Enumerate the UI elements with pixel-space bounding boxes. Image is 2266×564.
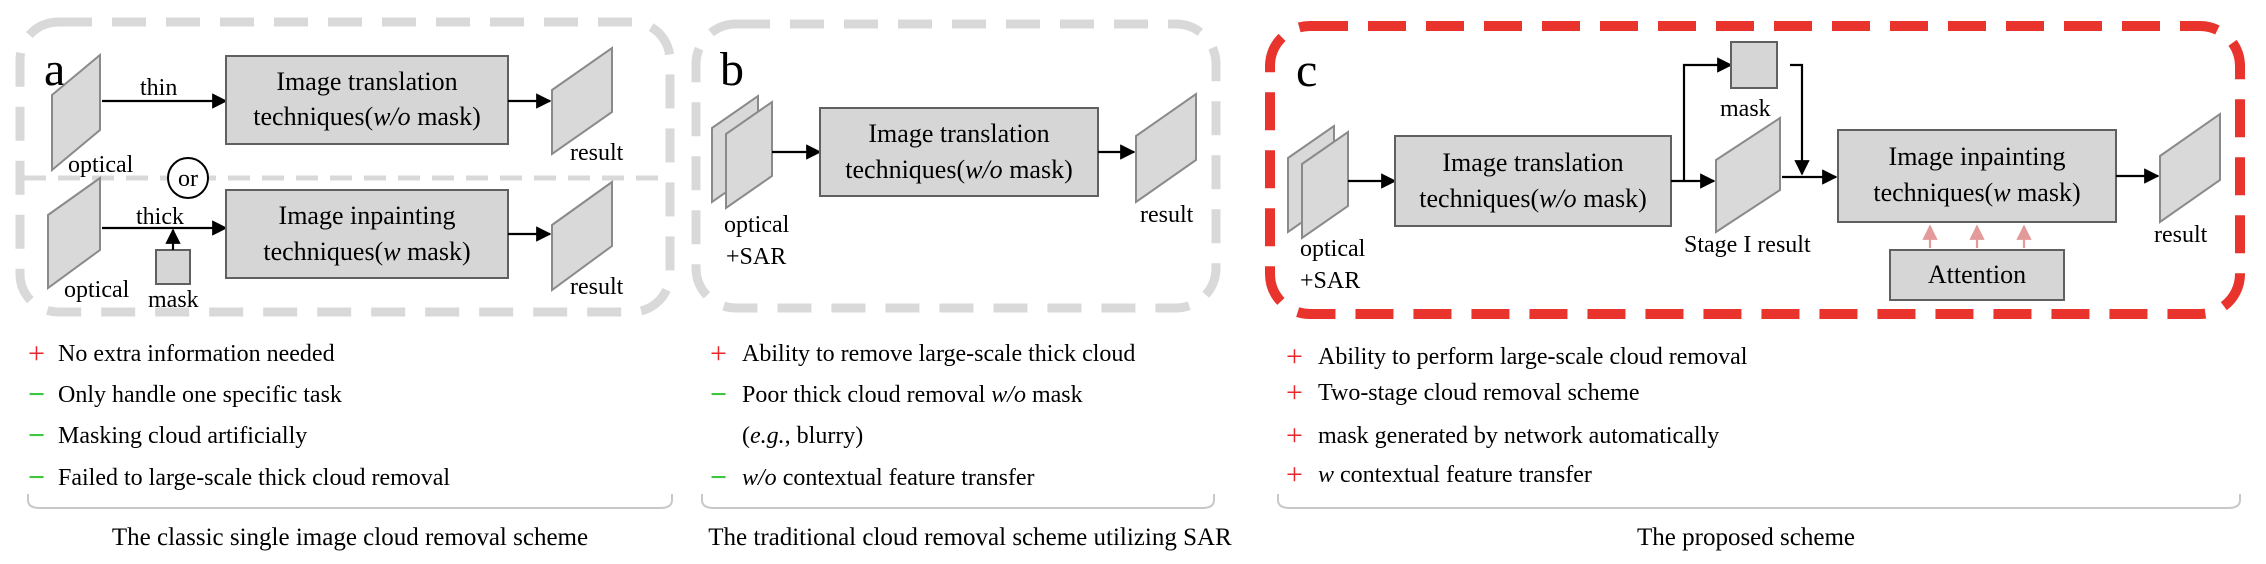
- translation-line2: techniques(w/o mask): [845, 155, 1072, 184]
- sar-image-icon: [725, 100, 773, 210]
- pro-con-item: No extra information needed: [58, 341, 335, 367]
- translation-line1: Image translation: [276, 67, 457, 96]
- panel-b-letter: b: [720, 43, 744, 96]
- pro-con-item: Poor thick cloud removal w/o mask: [742, 382, 1083, 408]
- optical-image-icon: [51, 52, 101, 173]
- mask-to-inpainting-arrow: [1790, 63, 1810, 176]
- sign: +: [1286, 340, 1303, 373]
- mask-branch-arrow: [1682, 57, 1733, 181]
- translation-box: [819, 107, 1099, 197]
- inpainting-line2: techniques(w mask): [263, 237, 470, 266]
- panel-c-caption: The proposed scheme: [1637, 524, 1855, 551]
- pro-con-item: mask generated by network automatically: [1318, 423, 1719, 449]
- sign: +: [1286, 458, 1303, 491]
- inpainting-line2: techniques(w mask): [1873, 178, 2080, 207]
- panel-a-letter: a: [44, 43, 65, 96]
- optical-image-icon-bottom: [47, 176, 101, 290]
- optical-label-bottom: optical: [64, 277, 130, 303]
- pro-con-item: w contextual feature transfer: [1318, 462, 1592, 488]
- result-image-icon-bottom: [551, 180, 613, 292]
- pro-con-item: w/o contextual feature transfer: [742, 465, 1035, 491]
- thick-label: thick: [136, 204, 184, 230]
- sign: +: [710, 337, 727, 370]
- sign: −: [28, 378, 45, 411]
- input-label-line1: optical: [724, 212, 790, 238]
- translation-line1: Image translation: [1442, 148, 1623, 177]
- panel-c-pros-cons: + Ability to perform large-scale cloud r…: [1286, 340, 1748, 491]
- sar-image-icon: [1301, 130, 1349, 240]
- thin-label: thin: [140, 75, 177, 101]
- sign: −: [710, 461, 727, 494]
- panel-a-pros-cons: + No extra information needed − Only han…: [28, 337, 450, 494]
- panel-b-border: [691, 19, 1221, 313]
- panel-c-border: [1265, 21, 2245, 319]
- inpainting-line1: Image inpainting: [1889, 142, 2066, 171]
- sign: +: [1286, 419, 1303, 452]
- input-label-line2: +SAR: [726, 244, 786, 270]
- inpainting-line1: Image inpainting: [279, 201, 456, 230]
- result-label-bottom: result: [570, 274, 624, 300]
- optical-label: optical: [68, 152, 134, 178]
- panel-a: a optical thin Image translation techniq…: [15, 17, 675, 551]
- stage1-label: Stage I result: [1684, 232, 1811, 258]
- pro-con-item: Only handle one specific task: [58, 382, 342, 408]
- pro-con-item: Ability to perform large-scale cloud rem…: [1318, 344, 1748, 370]
- translation-box: [225, 55, 509, 145]
- panel-b-caption: The traditional cloud removal scheme uti…: [708, 524, 1232, 551]
- result-label: result: [1140, 202, 1194, 228]
- pro-con-item: Ability to remove large-scale thick clou…: [742, 341, 1135, 367]
- mask-label: mask: [1720, 96, 1771, 122]
- attention-label: Attention: [1928, 260, 2026, 289]
- result-image-icon-top: [551, 46, 613, 156]
- sign: −: [28, 419, 45, 452]
- attention-box: [1889, 249, 2065, 301]
- panel-c: c optical +SAR Image translation techniq…: [1265, 21, 2245, 551]
- translation-line1: Image translation: [868, 119, 1049, 148]
- input-label-line1: optical: [1300, 236, 1366, 262]
- mask-square: [155, 249, 191, 285]
- pro-con-item: Masking cloud artificially: [58, 423, 307, 449]
- panel-b-brace: [701, 494, 1215, 509]
- or-circle: [167, 157, 209, 199]
- panel-b-pros-cons: + Ability to remove large-scale thick cl…: [710, 337, 1135, 494]
- panel-c-brace: [1277, 494, 2241, 509]
- or-label: or: [178, 166, 198, 192]
- inpainting-box: [1837, 129, 2117, 223]
- result-label-top: result: [570, 140, 624, 166]
- pro-con-item: (e.g., blurry): [742, 423, 863, 449]
- sign: +: [28, 337, 45, 370]
- translation-line2: techniques(w/o mask): [1419, 184, 1646, 213]
- pro-con-item: Two-stage cloud removal scheme: [1318, 380, 1640, 406]
- input-label-line2: +SAR: [1300, 268, 1360, 294]
- result-image-icon: [2159, 112, 2221, 224]
- panel-c-letter: c: [1296, 44, 1317, 97]
- stage1-result-icon: [1715, 116, 1781, 234]
- sign: −: [710, 378, 727, 411]
- pro-con-item: Failed to large-scale thick cloud remova…: [58, 465, 450, 491]
- result-image-icon: [1135, 92, 1197, 204]
- sign: +: [1286, 376, 1303, 409]
- panel-a-border: [15, 17, 675, 317]
- mask-square: [1730, 41, 1778, 89]
- panel-a-brace: [27, 494, 673, 509]
- panel-b: b optical +SAR Image translation techniq…: [691, 19, 1232, 551]
- mask-label: mask: [148, 287, 199, 313]
- panel-a-caption: The classic single image cloud removal s…: [112, 524, 588, 551]
- result-label: result: [2154, 222, 2208, 248]
- translation-line2: techniques(w/o mask): [253, 102, 480, 131]
- sign: −: [28, 461, 45, 494]
